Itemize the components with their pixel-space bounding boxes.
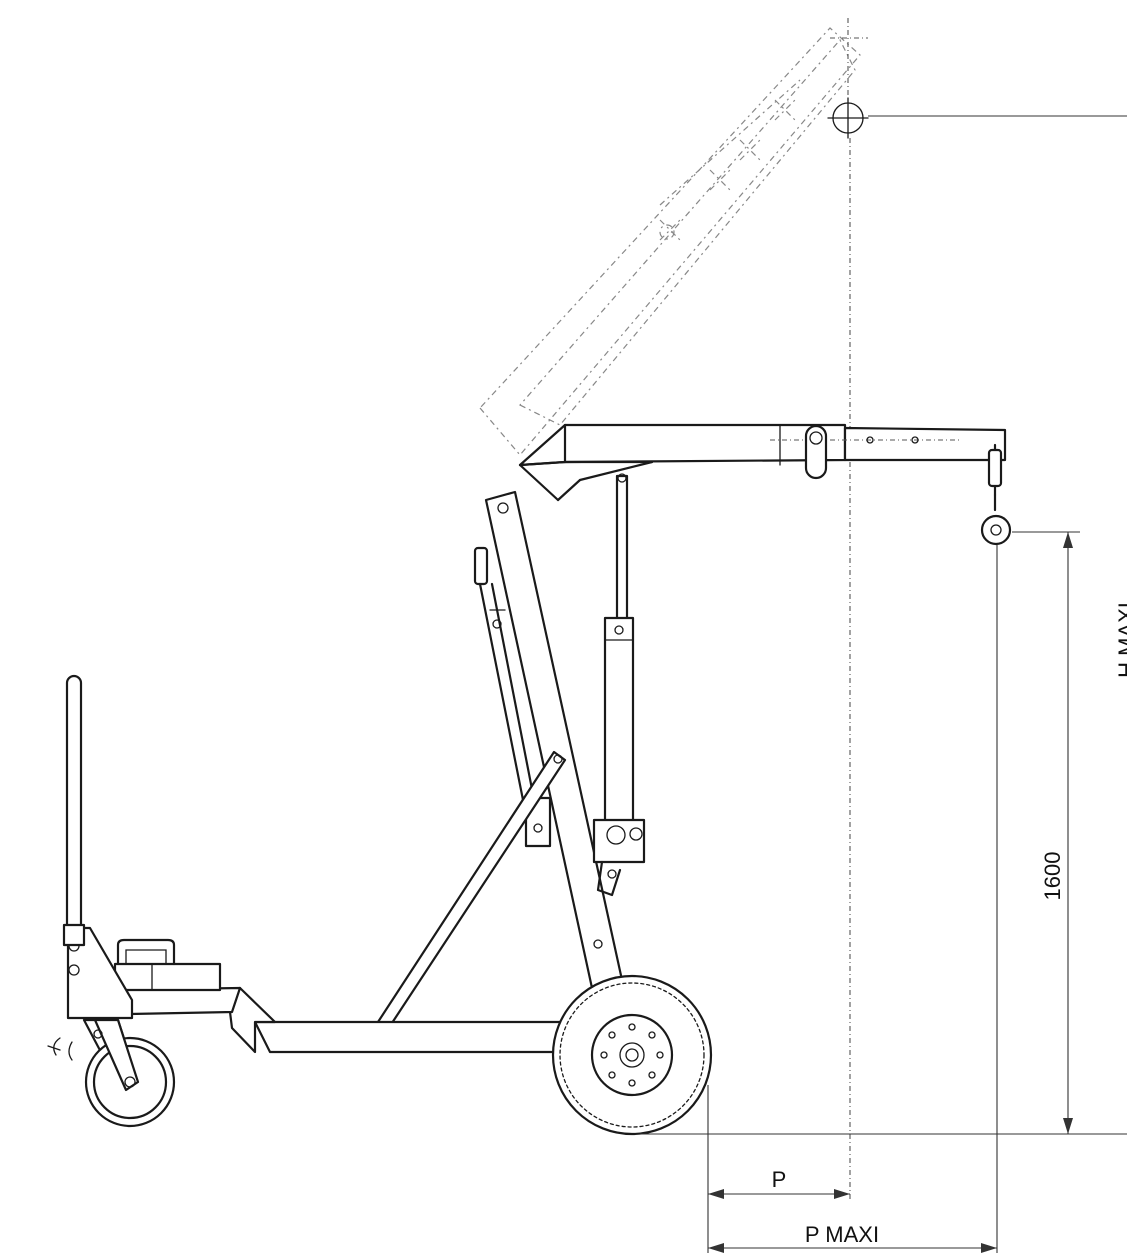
height-dimension-label: 1600: [1040, 852, 1065, 901]
reach-dimension-label: P: [772, 1167, 787, 1192]
boom-horizontal: [518, 423, 1007, 502]
pump-lever: [473, 546, 552, 848]
diagonal-brace: [376, 750, 567, 1037]
mast: [484, 490, 624, 990]
raised-boom-ghost: [479, 27, 861, 456]
dimension-p-maxi: [708, 1243, 997, 1253]
front-wheel: [551, 974, 713, 1136]
caster-wheel: [47, 1018, 176, 1128]
dimension-p: [708, 1189, 850, 1199]
hydraulic-cylinder: [592, 473, 646, 897]
max-height-dimension-label: H MAXI: [1114, 602, 1127, 678]
hook: [980, 443, 1012, 546]
push-handle: [62, 674, 86, 947]
max-reach-dimension-label: P MAXI: [805, 1222, 879, 1247]
dimension-1600: [1012, 531, 1080, 1134]
raised-hook-mark: [827, 18, 869, 139]
chassis: [66, 926, 562, 1054]
